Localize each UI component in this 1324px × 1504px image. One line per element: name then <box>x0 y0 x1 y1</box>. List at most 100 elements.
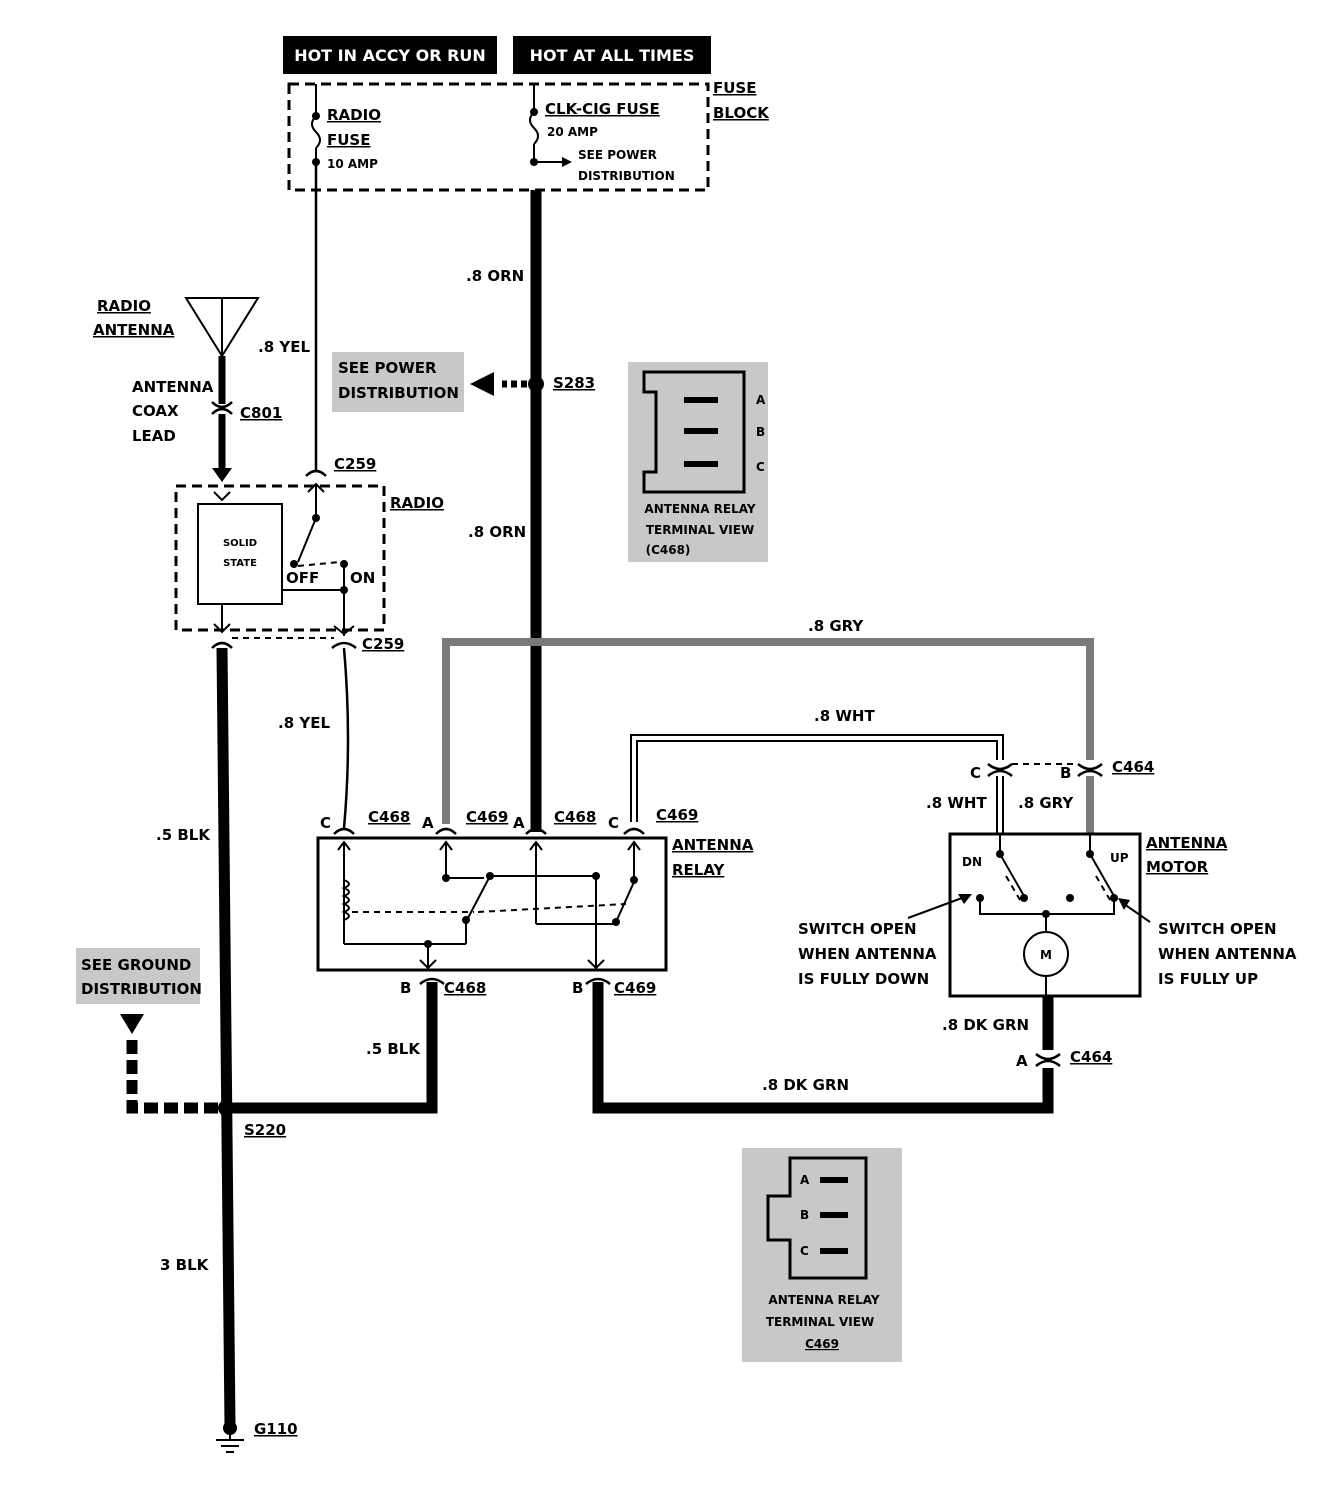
fuse-block-label-2: BLOCK <box>713 104 770 122</box>
radio-outline <box>174 484 386 632</box>
relay-pin-c468-c: C <box>320 814 331 832</box>
switch-down-note-1: SWITCH OPEN <box>798 920 917 938</box>
terminal-view-c469-outline <box>766 1156 868 1280</box>
c464-top-label: C464 <box>1112 758 1154 776</box>
gry-wire <box>442 638 1094 824</box>
blk-radio-label: .5 BLK <box>156 826 211 844</box>
c801-label: C801 <box>240 404 282 422</box>
relay-switch-1 <box>467 875 491 919</box>
ground-note-bg <box>76 948 200 1004</box>
tv-c469-pin-a: A <box>800 1173 810 1187</box>
motor-switch-up <box>1089 853 1115 897</box>
blk-relay-label: .5 BLK <box>366 1040 421 1058</box>
dkgrn-wire <box>592 982 1054 1114</box>
relay-pin-c469-a: A <box>422 814 434 832</box>
ground-dist-wire <box>126 1040 226 1114</box>
radio-fuse-amp: 10 AMP <box>327 157 378 171</box>
relay-conn-c469-c <box>623 827 645 835</box>
g110-label: G110 <box>254 1420 298 1438</box>
relay-conn-c469-a <box>435 827 457 835</box>
s220-label: S220 <box>244 1121 286 1139</box>
ground-note-1: SEE GROUND <box>81 956 191 974</box>
coax-label-3: LEAD <box>132 427 176 445</box>
c464-bottom-label: C464 <box>1070 1048 1112 1066</box>
c259-top-label: C259 <box>334 455 376 473</box>
s283-splice <box>528 376 544 392</box>
hot-all-times-label: HOT AT ALL TIMES <box>530 46 695 65</box>
tv-c469-line2: TERMINAL VIEW <box>766 1315 874 1329</box>
solid-state-box <box>197 503 283 605</box>
antenna-relay-box <box>316 836 668 972</box>
tv-c468-line2: TERMINAL VIEW <box>646 523 754 537</box>
fuse-see-power-1: SEE POWER <box>578 148 657 162</box>
yel-wire-label-bottom: .8 YEL <box>278 714 330 732</box>
motor-m: M <box>1040 948 1052 962</box>
motor-switch-dn <box>999 853 1025 897</box>
hot-accy-run-label: HOT IN ACCY OR RUN <box>294 46 486 65</box>
c259-top-connector <box>305 469 327 477</box>
relay-coil <box>341 879 350 921</box>
power-dist-note-bg <box>332 352 464 412</box>
antenna-label-1: RADIO <box>97 297 151 315</box>
fuse-block-outline <box>287 82 710 192</box>
hot-all-times-banner <box>513 36 711 74</box>
relay-conn-c468-a <box>525 827 547 835</box>
orn-wire-label-top: .8 ORN <box>466 267 524 285</box>
relay-conn-label-c468-c: C468 <box>368 808 410 826</box>
relay-conn-label-c469-c: C469 <box>656 806 698 824</box>
power-dist-note-2: DISTRIBUTION <box>338 384 459 402</box>
relay-conn-label-c468-a: C468 <box>554 808 596 826</box>
tv-c469-line3: C469 <box>805 1337 839 1351</box>
relay-conn-label-c469-b: C469 <box>614 979 656 997</box>
solid-state-1: SOLID <box>223 538 257 549</box>
yel-wire-bottom <box>342 647 350 829</box>
coax-label-2: COAX <box>132 402 179 420</box>
switch-down-note-3: IS FULLY DOWN <box>798 970 929 988</box>
relay-conn-c468-c <box>333 827 355 835</box>
hot-accy-run-banner <box>283 36 497 74</box>
c259-bottom-label: C259 <box>362 635 404 653</box>
tv-c468-pin-c: C <box>756 460 765 474</box>
radio-label: RADIO <box>390 494 444 512</box>
radio-off-label: OFF <box>286 569 319 587</box>
relay-pin-c469-b: B <box>572 979 583 997</box>
relay-switch-2 <box>615 881 635 923</box>
relay-pin-c468-b: B <box>400 979 411 997</box>
motor-label-2: MOTOR <box>1146 858 1209 876</box>
motor-up: UP <box>1110 851 1129 865</box>
motor-label-1: ANTENNA <box>1146 834 1228 852</box>
motor-pin-c: C <box>970 764 981 782</box>
clk-fuse-label: CLK-CIG FUSE <box>545 100 660 118</box>
fuse-block-label-1: FUSE <box>713 79 756 97</box>
motor-dn: DN <box>962 855 982 869</box>
clk-fuse-amp: 20 AMP <box>547 125 598 139</box>
solid-state-2: STATE <box>223 558 257 569</box>
radio-fuse-label-2: FUSE <box>327 131 370 149</box>
terminal-view-c468-outline <box>642 370 746 494</box>
radio-on-label: ON <box>350 569 375 587</box>
dkgrn-label-motor: .8 DK GRN <box>942 1016 1029 1034</box>
c464-bottom-connector <box>1035 1053 1061 1067</box>
c259-bottom-connector <box>331 641 357 649</box>
tv-c468-line1: ANTENNA RELAY <box>644 502 755 516</box>
relay-pin-c469-c: C <box>608 814 619 832</box>
tv-c469-pin-c: C <box>800 1244 809 1258</box>
blk-main-wire <box>216 647 236 1427</box>
tv-c468-pin-a: A <box>756 393 766 407</box>
wht-wire-label: .8 WHT <box>814 707 875 725</box>
relay-conn-label-c468-b: C468 <box>444 979 486 997</box>
c801-connector <box>211 401 233 415</box>
motor-pin-b: B <box>1060 764 1071 782</box>
radio-fuse-label-1: RADIO <box>327 106 381 124</box>
tv-c469-line1: ANTENNA RELAY <box>768 1293 879 1307</box>
switch-up-note-3: IS FULLY UP <box>1158 970 1258 988</box>
blk-relay-wire <box>226 982 438 1114</box>
coax-label-1: ANTENNA <box>132 378 214 396</box>
antenna-icon <box>184 297 260 358</box>
terminal-view-c469-bg <box>742 1148 902 1362</box>
switch-down-note-2: WHEN ANTENNA <box>798 945 937 963</box>
relay-conn-label-c469-a: C469 <box>466 808 508 826</box>
antenna-label-2: ANTENNA <box>93 321 175 339</box>
wht-motor-label: .8 WHT <box>926 794 987 812</box>
c464-conn-c <box>987 763 1013 777</box>
